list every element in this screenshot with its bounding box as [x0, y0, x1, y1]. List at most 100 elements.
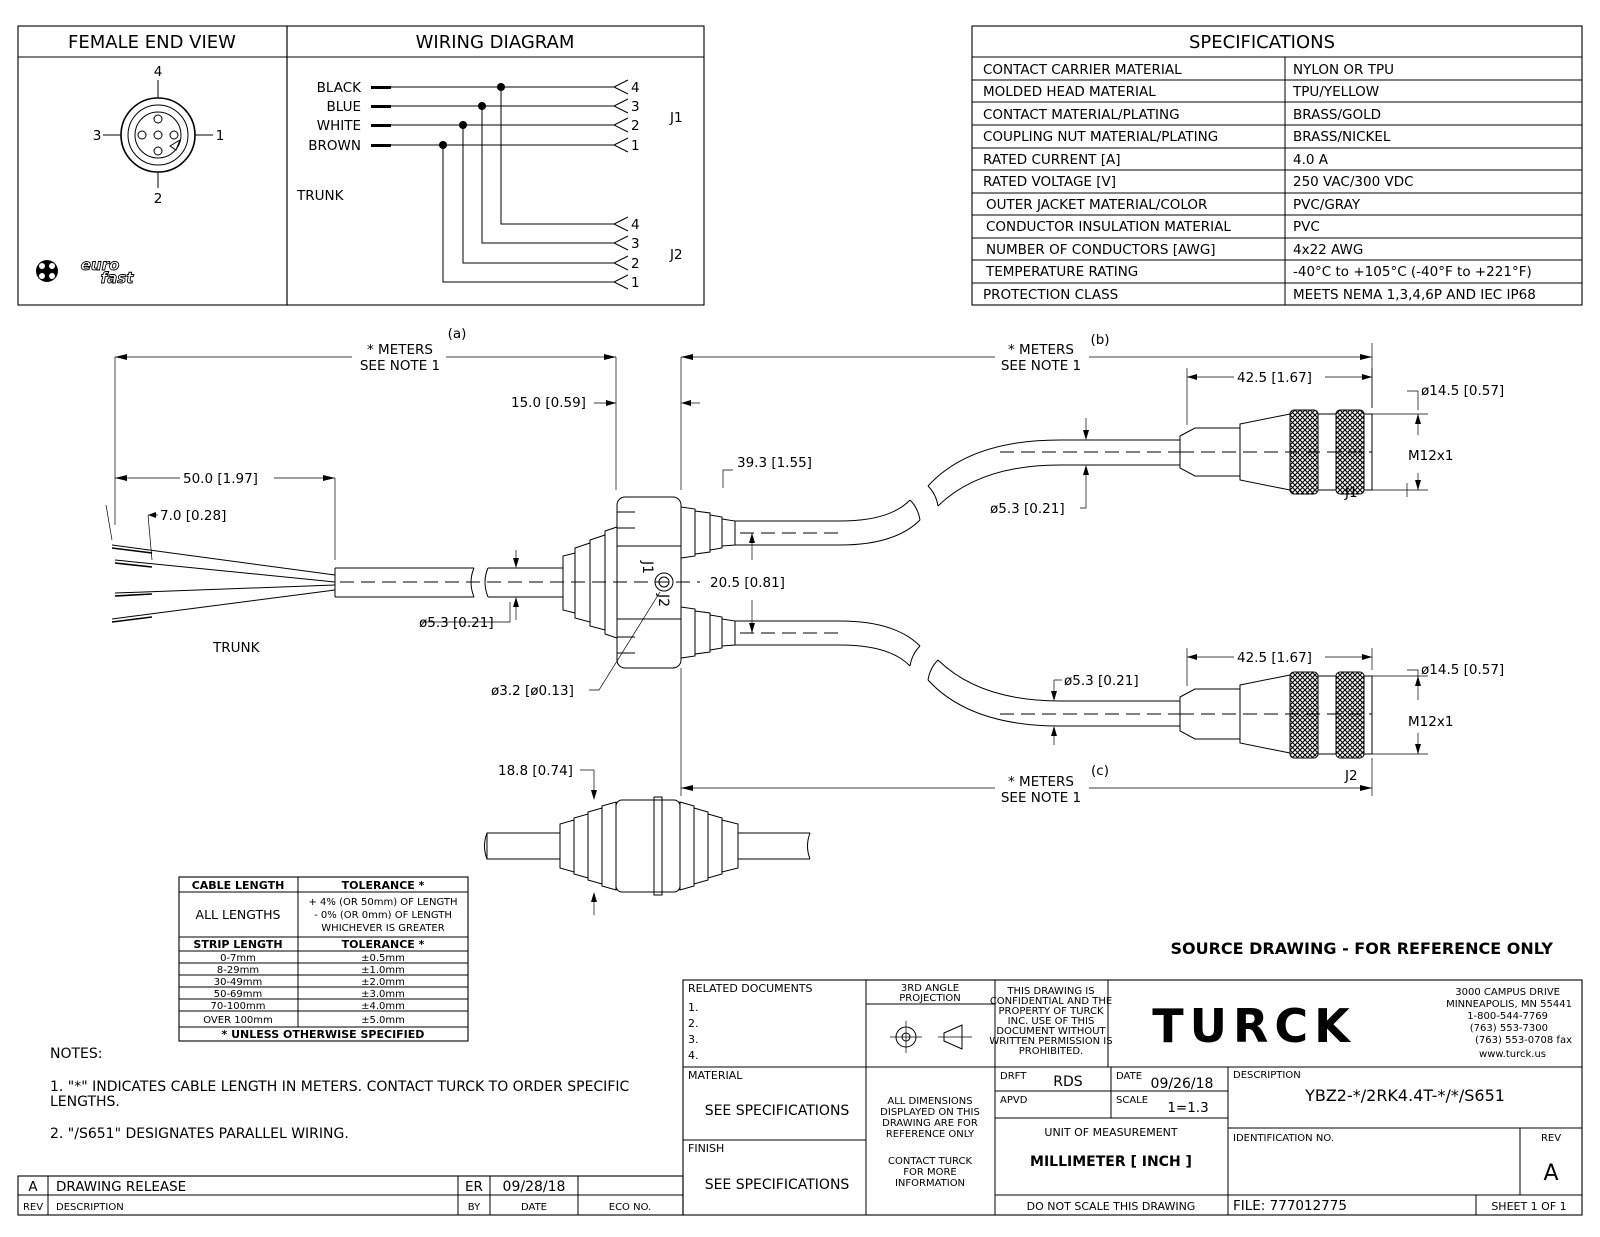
h-desc: DESCRIPTION [56, 1202, 124, 1213]
drft-label: DRFT [1000, 1071, 1027, 1082]
dims-line: ALL DIMENSIONS [887, 1096, 972, 1107]
spec-label: OUTER JACKET MATERIAL/COLOR [986, 197, 1207, 213]
pin-label-1: 1 [216, 128, 225, 144]
wire-white: WHITE [317, 118, 361, 134]
j2-cable [735, 620, 1180, 745]
projection-2: PROJECTION [899, 993, 961, 1004]
strip-tol: ±1.0mm [361, 965, 405, 976]
scale-label: SCALE [1116, 1095, 1148, 1106]
spec-value: NYLON OR TPU [1293, 62, 1394, 78]
tag-b: (b) [1090, 332, 1109, 348]
addr-line: 1-800-544-7769 [1467, 1011, 1548, 1022]
j1-pin-4: 4 [631, 80, 640, 96]
title-block: RELATED DOCUMENTS 1. 2. 3. 4. 3RD ANGLE … [682, 979, 1583, 1216]
h-tol: TOLERANCE * [342, 879, 425, 892]
j2-pin-3: 3 [631, 236, 640, 252]
dim-188: 18.8 [0.74] [498, 763, 573, 779]
turck-logo: TURCK [1152, 999, 1356, 1053]
projection-1: 3RD ANGLE [901, 983, 959, 994]
revision-block: A DRAWING RELEASE ER 09/28/18 REV DESCRI… [17, 1175, 684, 1216]
rev-label: REV [1541, 1133, 1561, 1144]
doc-number: 1. [688, 1001, 699, 1014]
note-c: SEE NOTE 1 [1001, 790, 1081, 806]
note-1-line2: LENGTHS. [50, 1094, 120, 1110]
j1-connector [1179, 409, 1373, 495]
dim-53-j2: ø5.3 [0.21] [1064, 673, 1139, 689]
spec-label: NUMBER OF CONDUCTORS [AWG] [986, 242, 1216, 258]
h-eco: ECO NO. [609, 1202, 651, 1213]
spec-label: RATED VOLTAGE [V] [983, 174, 1116, 190]
female-end-view-panel: FEMALE END VIEW 4 3 1 2 eur [17, 25, 704, 306]
h-date: DATE [521, 1202, 547, 1213]
spec-value: MEETS NEMA 1,3,4,6P AND IEC IP68 [1293, 287, 1536, 303]
h-strip: STRIP LENGTH [193, 938, 282, 951]
wire-brown: BROWN [308, 138, 361, 154]
split-j1: J1 [639, 560, 655, 574]
addr-line: (763) 553-7300 [1470, 1023, 1548, 1034]
apvd-label: APVD [1000, 1095, 1028, 1106]
svg-text:euro: euro [81, 256, 120, 274]
trunk-wires [111, 544, 336, 623]
file-number: FILE: 777012775 [1233, 1198, 1347, 1214]
dim-50: 50.0 [1.97] [183, 471, 258, 487]
m12-j1: M12x1 [1408, 448, 1453, 464]
notes-title: NOTES: [50, 1046, 103, 1062]
scale-value: 1=1.3 [1167, 1100, 1208, 1116]
all-lengths: ALL LENGTHS [196, 907, 281, 922]
j1-label: J1 [669, 110, 683, 126]
rev-description: DRAWING RELEASE [56, 1179, 186, 1195]
spec-label: CONTACT MATERIAL/PLATING [983, 107, 1180, 123]
dims-line: REFERENCE ONLY [886, 1129, 975, 1140]
tag-a: (a) [448, 326, 467, 342]
dim-393: 39.3 [1.55] [737, 455, 812, 471]
note-1-line1: 1. "*" INDICATES CABLE LENGTH IN METERS.… [50, 1079, 629, 1095]
desc-value: YBZ2-*/2RK4.4T-*/*/S651 [1304, 1086, 1505, 1105]
note-a: SEE NOTE 1 [360, 358, 440, 374]
spec-label: COUPLING NUT MATERIAL/PLATING [983, 129, 1218, 145]
j2-label: J2 [669, 247, 683, 263]
dim-145-j2: ø14.5 [0.57] [1421, 662, 1504, 678]
strip-range: 30-49mm [214, 977, 263, 988]
trunk-cable [334, 550, 700, 623]
dim-7: 7.0 [0.28] [160, 508, 226, 524]
rev-letter: A [28, 1179, 38, 1195]
rev-date: 09/28/18 [503, 1179, 566, 1195]
spec-value: BRASS/NICKEL [1293, 129, 1391, 145]
addr-line: MINNEAPOLIS, MN 55441 [1446, 999, 1572, 1010]
doc-number: 4. [688, 1049, 699, 1062]
addr-line: www.turck.us [1479, 1049, 1546, 1060]
strip-range: 70-100mm [211, 1001, 266, 1012]
cable-drawing: * METERS SEE NOTE 1 (a) 15.0 [0.59] 50.0… [105, 326, 1504, 915]
tag-c: (c) [1091, 763, 1109, 779]
conf-line: DOCUMENT WITHOUT [996, 1026, 1106, 1037]
strip-range: 0-7mm [220, 953, 256, 964]
j1-drawing-label: J1 [1344, 485, 1358, 501]
h-by: BY [468, 1202, 481, 1213]
meters-a: * METERS [367, 342, 433, 358]
uom-label: UNIT OF MEASUREMENT [1044, 1126, 1177, 1139]
ident-label: IDENTIFICATION NO. [1233, 1133, 1334, 1144]
j1-pin-1: 1 [631, 138, 640, 154]
spec-label: CONDUCTOR INSULATION MATERIAL [986, 219, 1231, 235]
pin-label-3: 3 [93, 128, 102, 144]
rev-by: ER [465, 1179, 483, 1195]
all-tol-2: - 0% (OR 0mm) OF LENGTH [314, 910, 452, 921]
j2-pin-1: 1 [631, 275, 640, 291]
split-j2: J2 [655, 593, 671, 607]
wire-black: BLACK [317, 80, 363, 96]
third-angle-projection-icon [890, 1021, 972, 1053]
wiring-diagram-panel: WIRING DIAGRAM BLACK BLUE WHITE BROWN TR… [286, 25, 705, 306]
j2-pin-2: 2 [631, 256, 640, 272]
desc-label: DESCRIPTION [1233, 1070, 1301, 1081]
contact-line: INFORMATION [895, 1178, 965, 1189]
strip-tol: ±0.5mm [361, 953, 405, 964]
m12-j2: M12x1 [1408, 714, 1453, 730]
splitter-side-view [484, 769, 811, 915]
dim-53-j1: ø5.3 [0.21] [990, 501, 1065, 517]
female-end-view-title: FEMALE END VIEW [68, 32, 236, 53]
dims-line: DRAWING ARE FOR [882, 1118, 978, 1129]
rev-value: A [1543, 1161, 1558, 1186]
conf-line: INC. USE OF THIS [1008, 1016, 1095, 1027]
note-2: 2. "/S651" DESIGNATES PARALLEL WIRING. [50, 1126, 349, 1142]
